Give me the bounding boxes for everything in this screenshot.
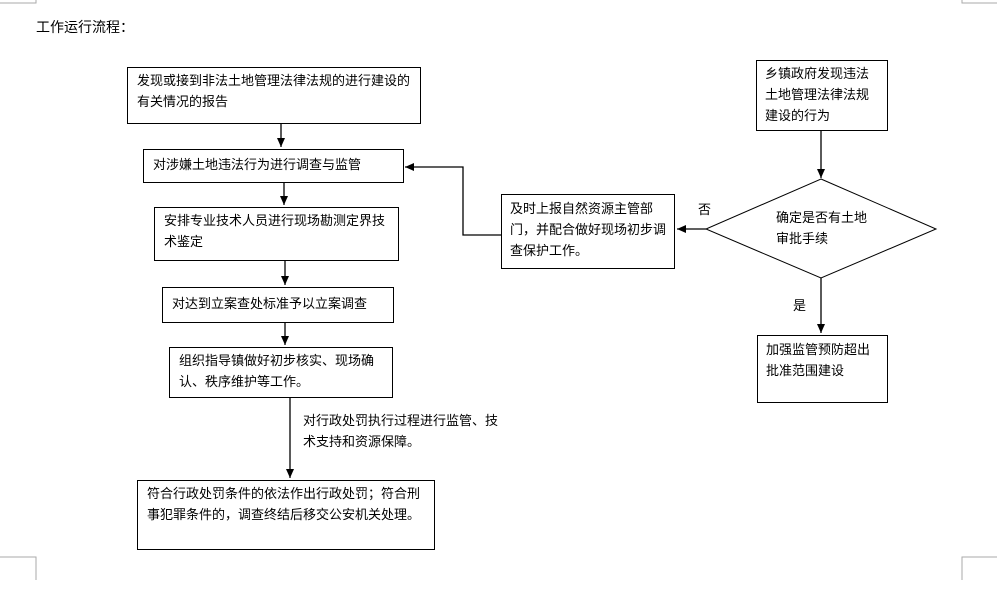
report-dept-box: 及时上报自然资源主管部门，并配合做好现场初步调查保护工作。 — [501, 194, 675, 269]
penalty-box: 符合行政处罚条件的依法作出行政处罚；符合刑事犯罪条件的，调查终结后移交公安机关处… — [137, 480, 435, 550]
investigate-box: 对涉嫌土地违法行为进行调查与监管 — [143, 149, 404, 183]
investigate-text: 对涉嫌土地违法行为进行调查与监管 — [153, 158, 362, 173]
guide-text: 组织指导镇做好初步核实、现场确认、秩序维护等工作。 — [179, 354, 375, 390]
decision-diamond — [704, 178, 938, 279]
file-case-box: 对达到立案查处标准予以立案调查 — [162, 287, 394, 323]
file-case-text: 对达到立案查处标准予以立案调查 — [172, 297, 368, 312]
arrow-report-dept-to-investigate — [405, 163, 501, 236]
page-title: 工作运行流程： — [36, 20, 134, 36]
survey-text: 安排专业技术人员进行现场勘测定界技术鉴定 — [164, 214, 386, 250]
supervision-note: 对行政处罚执行过程进行监管、技术支持和资源保障。 — [303, 414, 499, 450]
yes-label: 是 — [793, 299, 807, 314]
no-label: 否 — [698, 203, 712, 218]
penalty-text: 符合行政处罚条件的依法作出行政处罚；符合刑事犯罪条件的，调查终结后移交公安机关处… — [147, 487, 421, 523]
strengthen-text: 加强监管预防超出批准范围建设 — [766, 343, 871, 379]
town-finds-box: 乡镇政府发现违法土地管理法律法规建设的行为 — [756, 60, 888, 131]
report-dept-text: 及时上报自然资源主管部门，并配合做好现场初步调查保护工作。 — [510, 202, 667, 259]
decision-text: 确定是否有土地审批手续 — [776, 211, 868, 247]
guide-box: 组织指导镇做好初步核实、现场确认、秩序维护等工作。 — [169, 347, 393, 398]
report-box: 发现或接到非法土地管理法律法规的进行建设的有关情况的报告 — [127, 67, 421, 124]
report-text: 发现或接到非法土地管理法律法规的进行建设的有关情况的报告 — [137, 74, 411, 110]
strengthen-box: 加强监管预防超出批准范围建设 — [757, 335, 888, 403]
town-finds-text: 乡镇政府发现违法土地管理法律法规建设的行为 — [765, 67, 870, 124]
survey-box: 安排专业技术人员进行现场勘测定界技术鉴定 — [154, 207, 399, 261]
